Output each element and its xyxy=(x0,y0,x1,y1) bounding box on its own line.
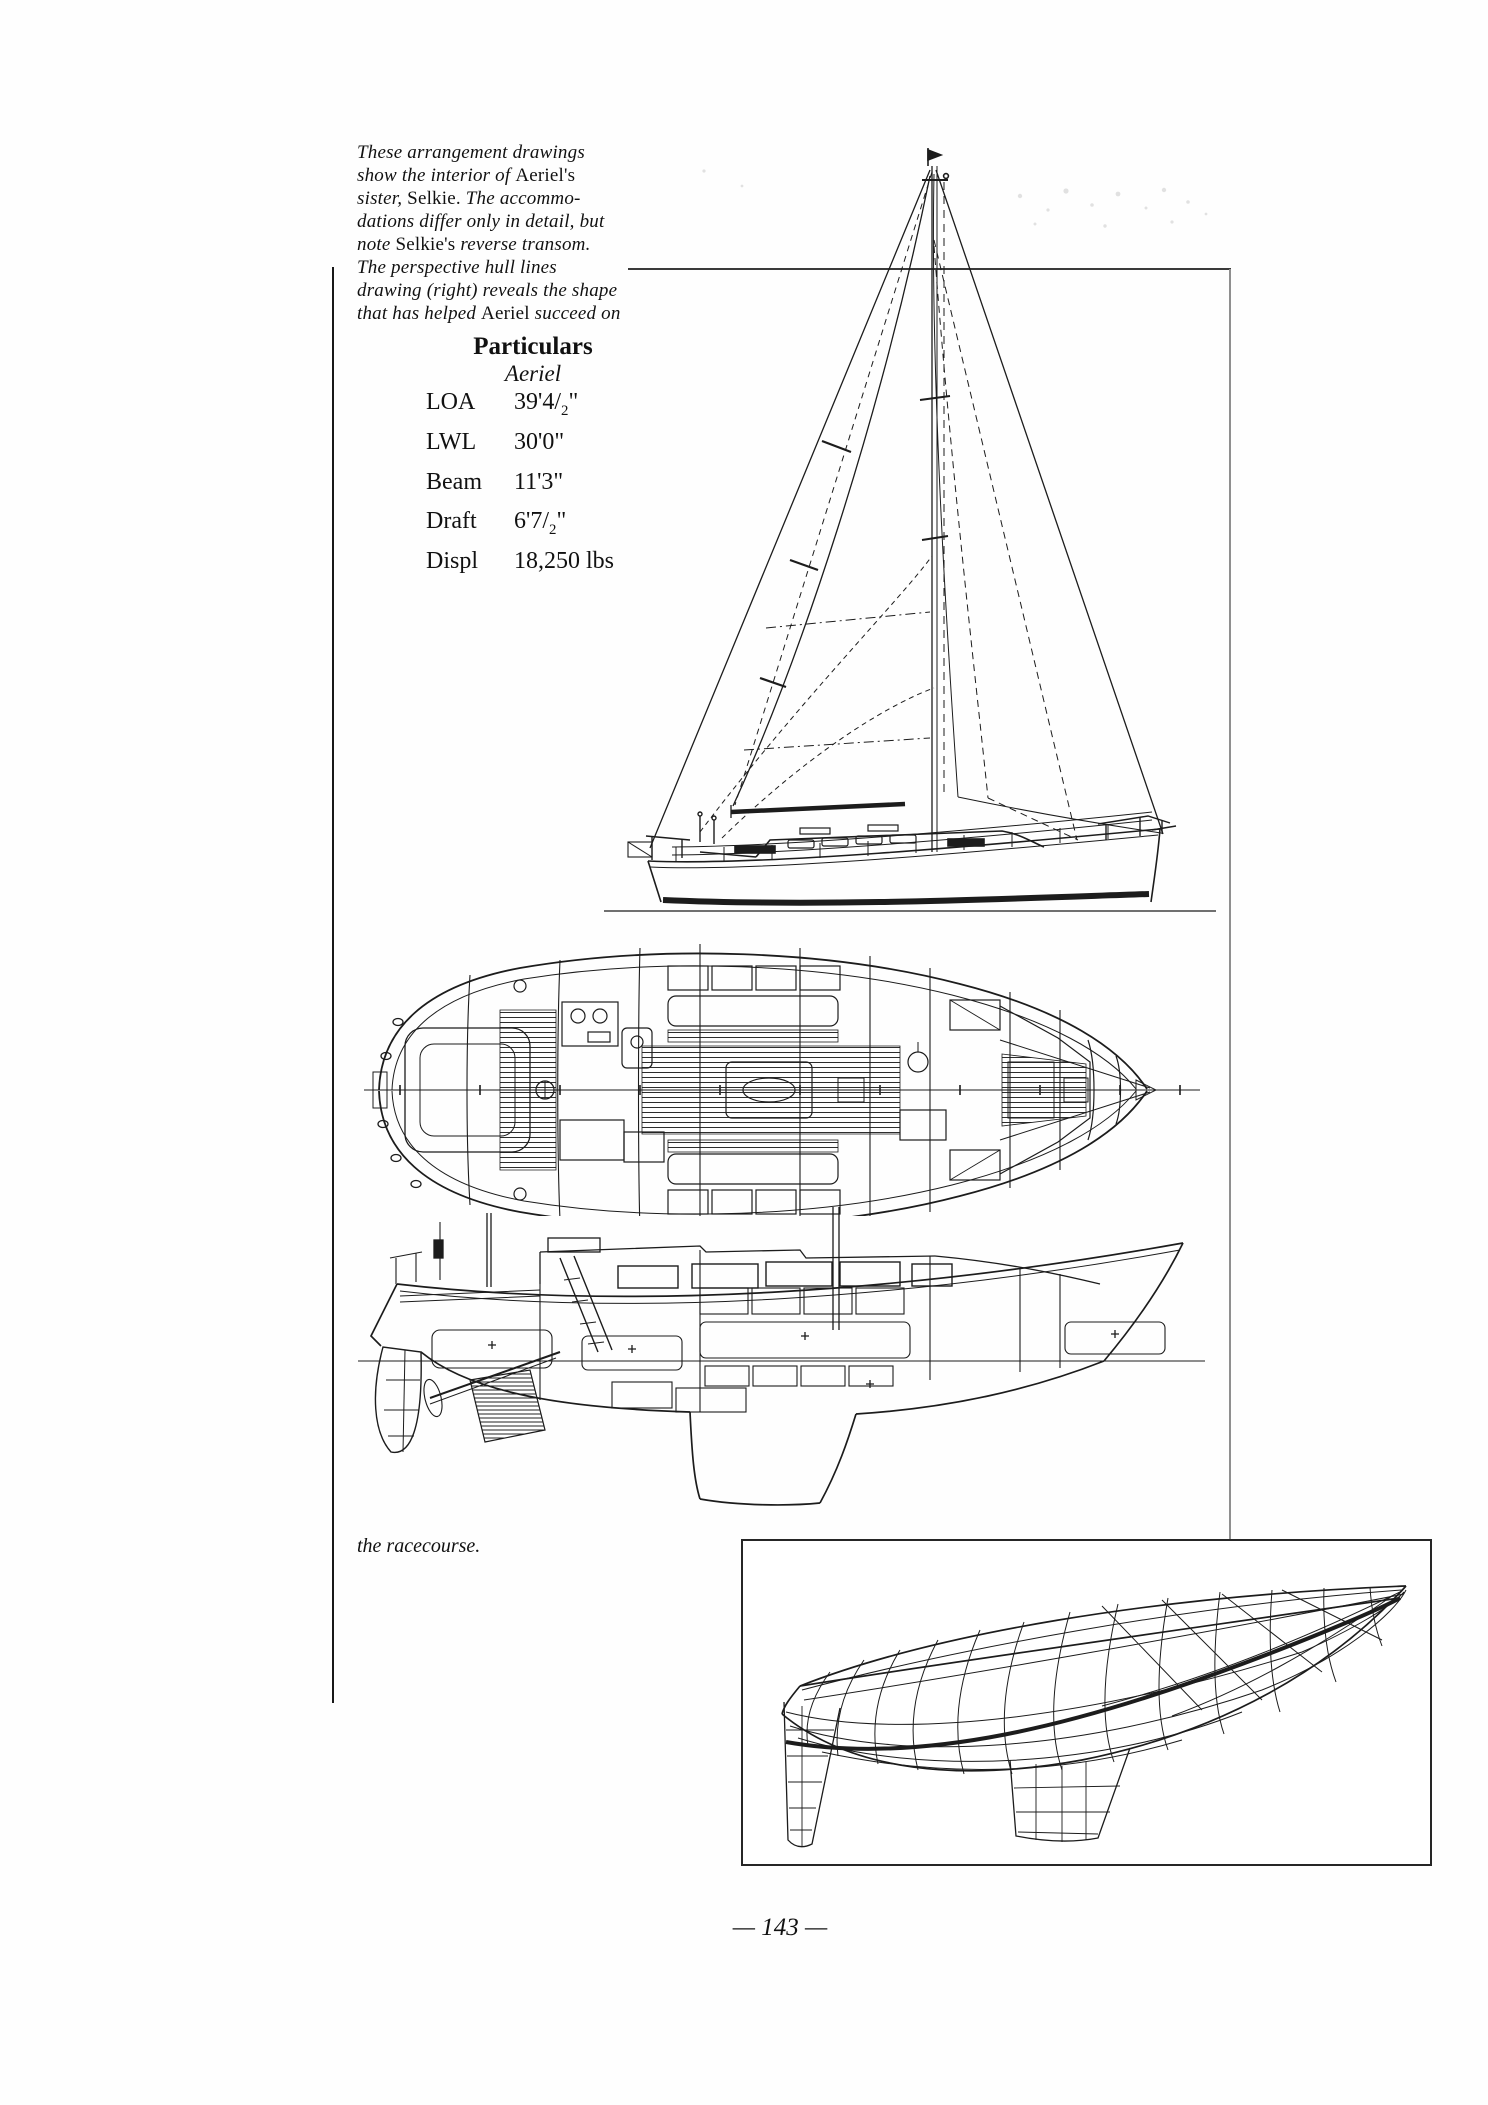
caption-segment: These arrangement drawings xyxy=(357,142,585,163)
caption-line: show the interior of Aeriel's xyxy=(357,164,637,187)
particulars-row: Beam 11'3" xyxy=(426,467,640,507)
v-berth xyxy=(999,1005,1158,1175)
particulars-row: LWL 30'0" xyxy=(426,427,640,467)
spec-value: 30'0" xyxy=(514,428,565,455)
cockpit xyxy=(372,1017,555,1189)
particulars-title: Particulars xyxy=(473,333,593,360)
hull-lines-frame xyxy=(741,1539,1432,1866)
spec-label: LWL xyxy=(426,428,477,455)
caption-segment: sister, xyxy=(357,188,408,209)
spec-label: Displ xyxy=(426,548,479,575)
hull-lines-perspective-drawing xyxy=(781,1585,1407,1848)
lifelines xyxy=(671,811,1153,862)
spec-value: 39'4/2" xyxy=(514,389,579,419)
spec-label: Draft xyxy=(426,508,477,535)
particulars-row: LOA 39'4/2" xyxy=(426,387,640,427)
particulars-row: Displ 18,250 lbs xyxy=(426,546,640,586)
caption-line: that has helped Aeriel succeed on xyxy=(357,302,637,325)
wind-vane-icon xyxy=(927,148,944,162)
rudder-fin xyxy=(783,1701,841,1848)
caption-line: sister, Selkie. The accommo- xyxy=(357,187,637,210)
page-number: — 143 — xyxy=(732,1914,828,1941)
keel-fin xyxy=(1009,1747,1131,1842)
bow-pulpit xyxy=(1097,815,1177,840)
stern-pulpit xyxy=(627,811,717,860)
head-and-lockers xyxy=(513,979,1001,1201)
caption-line: drawing (right) reveals the shape xyxy=(357,279,637,302)
caption-segment: drawing (right) reveals the shape xyxy=(357,280,618,301)
cabin-sole-hatching xyxy=(499,1009,1087,1171)
caption-segment: dations differ only in detail, but xyxy=(357,211,605,232)
caption: These arrangement drawings show the inte… xyxy=(357,141,637,325)
masthead xyxy=(922,148,950,181)
caption-line: dations differ only in detail, but xyxy=(357,210,637,233)
caption-segment: The accommo- xyxy=(465,188,581,209)
boot-top-heavy-line xyxy=(785,1596,1401,1751)
rigging xyxy=(649,166,1164,852)
scan-smudge xyxy=(702,169,1208,228)
galley xyxy=(559,1001,665,1163)
saloon xyxy=(667,965,865,1215)
interior-profile-drawing xyxy=(358,1207,1205,1506)
caption-segment: succeed on xyxy=(534,303,621,324)
perspective-diagonals xyxy=(1101,1589,1401,1717)
caption-line: The perspective hull lines xyxy=(357,256,637,279)
caption-segment: The perspective hull lines xyxy=(357,257,557,278)
perspective-longitudinals xyxy=(785,1589,1407,1771)
caption-line: note Selkie's reverse transom. xyxy=(357,233,637,256)
caption-segment: Selkie's xyxy=(395,234,461,255)
plan-hull-outline xyxy=(378,952,1148,1216)
interior-joinery xyxy=(431,1250,1166,1443)
spec-label: Beam xyxy=(426,468,482,495)
drawing-frame-right-rule xyxy=(1229,269,1231,1540)
spec-value: 6'7/2" xyxy=(514,508,567,539)
deck-plan-drawing xyxy=(364,944,1200,1216)
rudder-and-prop xyxy=(374,1346,561,1454)
spec-value: 11'3" xyxy=(514,468,564,495)
spec-value: 18,250 lbs xyxy=(514,548,615,575)
plan-bulkheads xyxy=(466,944,1061,1216)
cabin-structure xyxy=(389,1207,1101,1330)
boat-name: Aeriel xyxy=(504,361,562,386)
caption-segment: Aeriel xyxy=(481,303,535,324)
caption-segment: note xyxy=(357,234,396,255)
caption-segment: show the interior of xyxy=(357,165,516,186)
caption-segment: Selkie. xyxy=(407,188,466,209)
spec-label: LOA xyxy=(426,389,476,415)
sail-plan-drawing xyxy=(604,148,1216,912)
caption-segment: Aeriel's xyxy=(515,165,576,186)
caption-segment: reverse transom. xyxy=(460,234,591,255)
particulars-table: Particulars Aeriel LOA 39'4/2" LWL 30'0" B… xyxy=(426,333,640,586)
left-margin-rule xyxy=(332,267,334,1703)
sail-plan-hull xyxy=(604,811,1216,912)
caption-line: These arrangement drawings xyxy=(357,141,637,164)
particulars-row: Draft 6'7/2" xyxy=(426,506,640,546)
caption-segment: that has helped xyxy=(357,303,482,324)
caption-continuation: the racecourse. xyxy=(357,1535,481,1557)
drawing-frame-top-rule xyxy=(628,268,1231,270)
profile-hull xyxy=(369,1242,1184,1506)
